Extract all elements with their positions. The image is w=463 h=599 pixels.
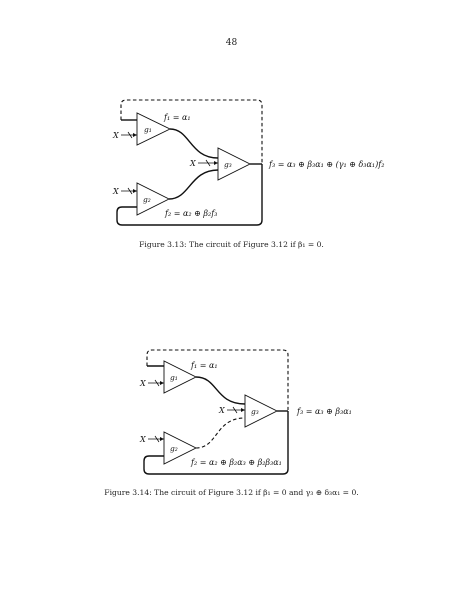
page-number: 48 bbox=[225, 38, 238, 48]
gate-g2-label: g₂ bbox=[170, 444, 178, 453]
figure-3-13-caption: Figure 3.13: The circuit of Figure 3.12 … bbox=[139, 240, 324, 249]
input-x-label: X bbox=[139, 379, 146, 388]
gate-g1 bbox=[136, 112, 172, 146]
g1-to-g3-wire bbox=[195, 376, 246, 405]
f1-label: f₁ = α₁ bbox=[163, 113, 191, 122]
gate-g2-label: g₂ bbox=[143, 195, 151, 204]
gate-g3 bbox=[217, 147, 252, 181]
solid-feedback-wire bbox=[143, 411, 289, 475]
figure-3-14-caption: Figure 3.14: The circuit of Figure 3.12 … bbox=[104, 488, 359, 497]
f3-label: f₃ = α₃ ⊕ β₃α₁ bbox=[296, 407, 352, 416]
arrow-head bbox=[160, 381, 164, 385]
gate-g1-label: g₁ bbox=[144, 125, 152, 134]
input-x-label: X bbox=[218, 406, 225, 415]
f1-label: f₁ = α₁ bbox=[190, 361, 218, 370]
g2-to-g3-wire bbox=[168, 169, 219, 200]
gate-g1-label: g₁ bbox=[170, 373, 178, 382]
f3-label: f₃ = α₃ ⊕ β₃α₁ ⊕ (γ₁ ⊕ δ₃α₁)f₂ bbox=[268, 160, 384, 169]
arrow-head bbox=[133, 133, 137, 137]
gate-g1 bbox=[163, 360, 198, 394]
input-x-label: X bbox=[139, 435, 146, 444]
input-x-label: X bbox=[112, 131, 119, 140]
dashed-feedback-wire bbox=[146, 349, 289, 410]
arrow-head bbox=[160, 437, 164, 441]
gate-g3 bbox=[244, 394, 279, 428]
f2-label: f₂ = α₂ ⊕ β₂f₃ bbox=[164, 209, 217, 218]
input-x-label: X bbox=[112, 187, 119, 196]
f2-label: f₂ = α₂ ⊕ β₂α₃ ⊕ β₂β₃α₁ bbox=[190, 458, 282, 467]
figure-3-14-diagram: g₁ X f₁ = α₁ g₃ X g₂ X f₂ = α₂ ⊕ β₂α₃ ⊕ … bbox=[139, 349, 352, 475]
gate-g2 bbox=[163, 431, 198, 465]
arrow-head bbox=[241, 408, 245, 412]
arrow-head bbox=[133, 189, 137, 193]
gate-g2 bbox=[136, 182, 171, 216]
input-x-label: X bbox=[189, 159, 196, 168]
g1-to-g3-wire bbox=[169, 128, 219, 159]
arrow-head bbox=[214, 161, 218, 165]
gate-g3-label: g₃ bbox=[251, 407, 259, 416]
figure-3-13-diagram: g₁ X f₁ = α₁ g₃ X g₂ X f₂ = α₂ ⊕ β₂f₃ f₃… bbox=[112, 99, 384, 226]
gate-g3-label: g₃ bbox=[224, 160, 232, 169]
g2-to-g3-dashed-wire bbox=[195, 417, 246, 449]
solid-feedback-wire bbox=[116, 164, 263, 226]
